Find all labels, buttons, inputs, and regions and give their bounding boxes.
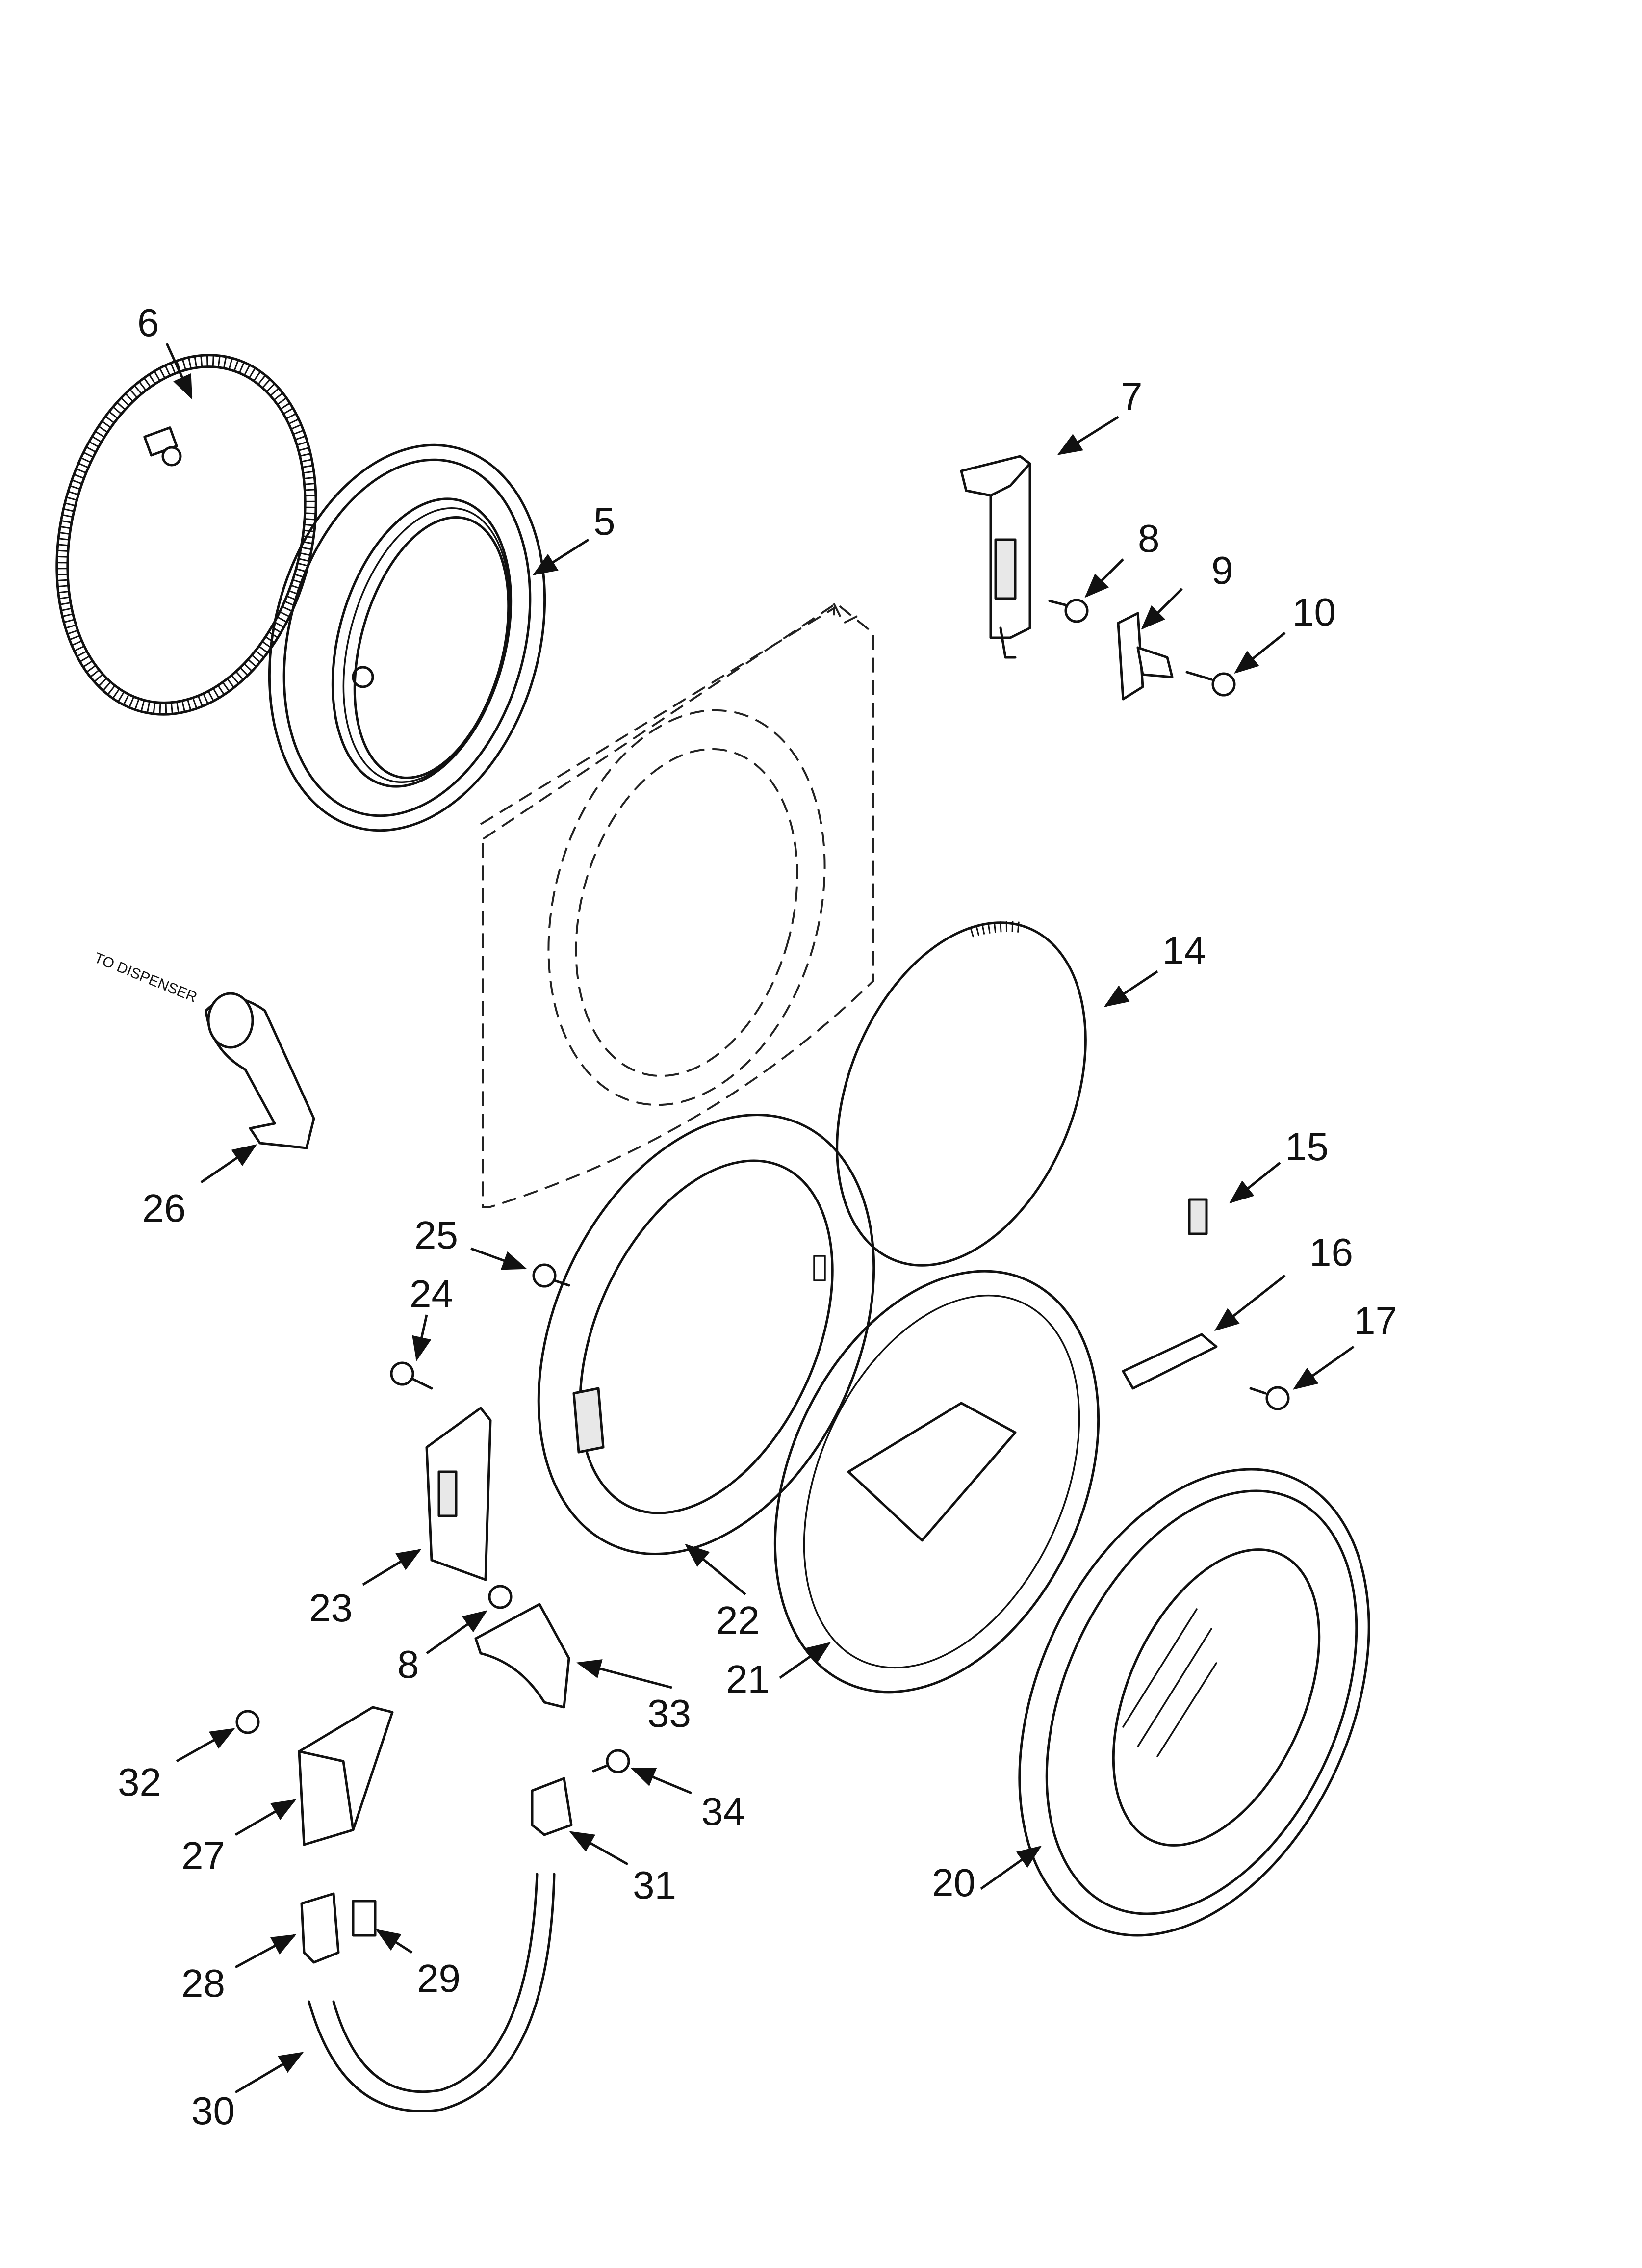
part-33-handle-cover	[474, 1603, 570, 1709]
part-10-screw	[1185, 671, 1236, 697]
part-30-arc-gasket	[308, 1873, 556, 2112]
label-7: 7	[1121, 374, 1143, 418]
part-5-door-boot	[268, 443, 546, 832]
part-15-clip	[1188, 1198, 1208, 1235]
part-16-hinge-plate	[1122, 1333, 1218, 1390]
label-6: 6	[137, 301, 159, 344]
part-34-screw	[592, 1749, 630, 1773]
label-5: 5	[593, 499, 616, 543]
label-10: 10	[1292, 590, 1336, 634]
label-25: 25	[414, 1213, 458, 1257]
front-panel-outline	[480, 602, 874, 1208]
part-8-screw-lower	[488, 1585, 513, 1609]
part-14-door-seal	[836, 921, 1087, 1267]
label-22: 22	[716, 1598, 760, 1642]
label-23: 23	[309, 1586, 353, 1630]
part-20-outer-door	[1018, 1468, 1370, 1937]
part-26-dispenser-hose	[205, 992, 315, 1149]
part-9-door-strike	[1117, 612, 1174, 701]
label-15: 15	[1285, 1125, 1329, 1169]
label-8-upper: 8	[1138, 517, 1160, 560]
label-17: 17	[1354, 1299, 1397, 1343]
part-17-screw	[1249, 1386, 1290, 1410]
label-30: 30	[191, 2089, 235, 2133]
part-21-inner-glass	[773, 1270, 1100, 1694]
part-7-door-latch	[960, 455, 1031, 659]
label-9: 9	[1211, 548, 1233, 592]
label-26: 26	[142, 1186, 186, 1230]
part-29-insert	[352, 1900, 377, 1937]
part-31-latch-block	[531, 1777, 573, 1836]
label-34: 34	[701, 1790, 745, 1833]
label-14: 14	[1162, 929, 1206, 972]
part-22-door-inner-frame	[537, 1114, 875, 1555]
label-28: 28	[181, 1961, 225, 2005]
callout-arrows	[165, 342, 1355, 2094]
part-27-handle	[298, 1706, 394, 1846]
part-8-screw-upper	[1048, 599, 1089, 623]
note-to-dispenser: TO DISPENSER	[92, 950, 199, 1006]
part-23-hinge	[425, 1407, 492, 1581]
part-25-screw	[532, 1263, 570, 1288]
label-29: 29	[417, 1956, 461, 2000]
label-31: 31	[633, 1863, 676, 1907]
label-33: 33	[647, 1692, 691, 1735]
label-32: 32	[118, 1760, 161, 1804]
label-8-lower: 8	[397, 1642, 419, 1686]
label-20: 20	[932, 1861, 975, 1904]
part-24-screw	[390, 1361, 433, 1390]
label-21: 21	[726, 1657, 770, 1701]
label-27: 27	[181, 1834, 225, 1877]
label-24: 24	[410, 1272, 453, 1316]
part-32-fastener	[235, 1710, 260, 1734]
part-28-clip	[300, 1892, 340, 1964]
label-16: 16	[1309, 1230, 1353, 1274]
